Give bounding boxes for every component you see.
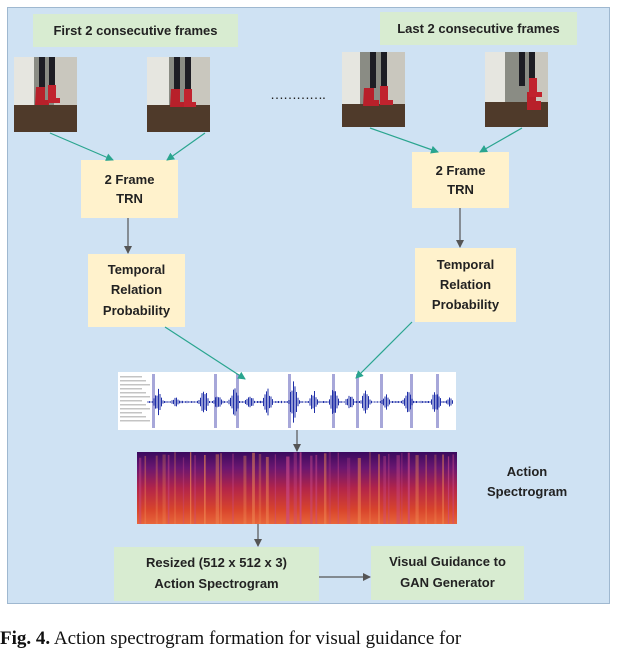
prob-left-line1: Temporal <box>107 262 166 278</box>
first-frames-label: First 2 consecutive frames <box>33 14 238 47</box>
prob-right-line1: Temporal <box>436 256 495 272</box>
resized-line1: Resized (512 x 512 x 3) <box>146 555 287 571</box>
caption-prefix: Fig. 4. <box>0 628 51 649</box>
video-frame-3 <box>342 52 405 127</box>
trn-left-line2: TRN <box>116 191 143 206</box>
trn-box-right: 2 Frame TRN <box>412 152 509 208</box>
probability-box-right: Temporal Relation Probability <box>415 248 516 322</box>
arrow-prob-left-to-wave <box>164 326 246 380</box>
trn-right-line1: 2 Frame <box>435 162 486 178</box>
video-frame-1 <box>14 57 77 132</box>
arrow-prob-right-to-wave <box>355 321 413 379</box>
trn-left-line1: 2 Frame <box>104 171 155 187</box>
trn-box-left: 2 Frame TRN <box>81 160 178 218</box>
resized-spectrogram-box: Resized (512 x 512 x 3) Action Spectrogr… <box>114 547 319 601</box>
spectrogram-label-line1: Action <box>506 464 548 479</box>
prob-left-line2: Relation <box>110 282 163 298</box>
video-frame-4 <box>485 52 548 127</box>
arrow-frame4-to-trn <box>479 127 523 153</box>
spectrogram-label-line2: Spectrogram <box>487 484 568 500</box>
trn-right-line2: TRN <box>447 182 474 197</box>
guidance-line1: Visual Guidance to <box>389 554 506 570</box>
caption-text: Action spectrogram formation for visual … <box>53 628 462 649</box>
spectrogram-image <box>137 452 457 524</box>
probability-box-left: Temporal Relation Probability <box>88 254 185 327</box>
action-spectrogram-label: Action Spectrogram <box>487 462 567 502</box>
resized-line2: Action Spectrogram <box>154 576 279 591</box>
prob-right-line2: Relation <box>439 276 492 292</box>
audio-waveform <box>118 372 456 430</box>
last-frames-label: Last 2 consecutive frames <box>380 12 577 45</box>
prob-left-line3: Probability <box>102 302 171 318</box>
arrow-frame2-to-trn <box>166 132 206 161</box>
gan-guidance-box: Visual Guidance to GAN Generator <box>371 546 524 600</box>
video-frame-2 <box>147 57 210 132</box>
figure-caption: Fig. 4. Action spectrogram formation for… <box>0 628 640 650</box>
guidance-line2: GAN Generator <box>400 575 495 590</box>
arrow-frame3-to-trn <box>369 127 439 154</box>
prob-right-line3: Probability <box>431 297 500 313</box>
arrow-frame1-to-trn <box>49 132 114 161</box>
ellipsis: …………. <box>270 86 326 102</box>
